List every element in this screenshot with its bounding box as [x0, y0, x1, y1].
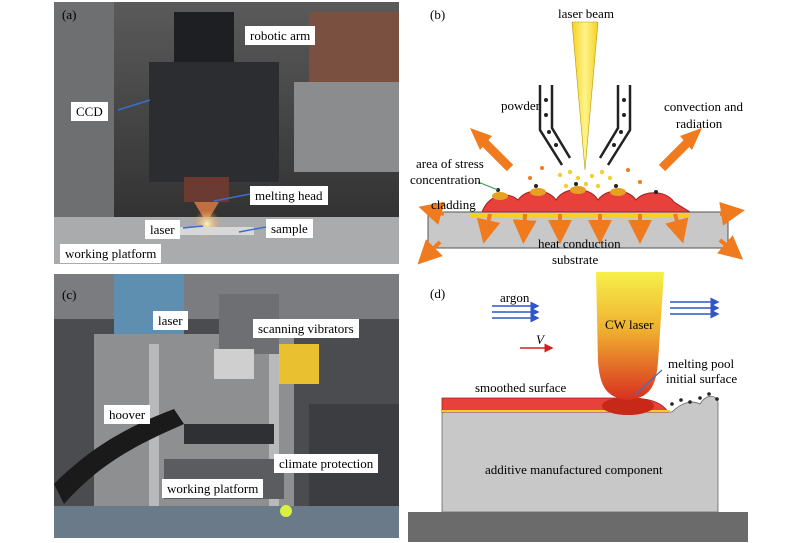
label-sample: sample [266, 219, 313, 238]
argon-arrows-right [670, 297, 720, 319]
base-plate [408, 512, 748, 542]
laser-beam-shape [571, 21, 599, 171]
label-melting-pool: melting pool [668, 356, 735, 371]
panel-a-photo [54, 2, 399, 264]
initial-surface-dots [670, 392, 719, 406]
label-stress-line1: area of stress [416, 156, 484, 171]
label-velocity: V [536, 332, 544, 347]
melt-pool [602, 397, 654, 415]
robot-cladding-photo [54, 2, 399, 264]
panel-b-letter: (b) [430, 7, 446, 22]
convection-arrows [478, 136, 694, 172]
component-body [441, 395, 719, 513]
label-convection-line1: convection and [664, 99, 744, 114]
powder-nozzle-right [598, 85, 632, 166]
label-cladding: cladding [431, 197, 476, 212]
label-hoover: hoover [104, 405, 151, 424]
panel-d-letter: (d) [430, 286, 446, 301]
label-heat-conduction: heat conduction [538, 236, 621, 251]
label-scanning-vibrators: scanning vibrators [253, 319, 359, 338]
label-substrate-b: substrate [552, 252, 599, 267]
panel-c-letter: (c) [62, 287, 77, 302]
label-working-platform-c: working platform [162, 479, 264, 498]
panel-b-schematic [417, 21, 745, 265]
label-initial-surface: initial surface [666, 371, 738, 386]
panel-a-leader-lines [117, 99, 267, 233]
label-laser-a: laser [145, 220, 180, 239]
label-melting-head: melting head [250, 186, 328, 205]
label-powder: powder [501, 98, 540, 113]
label-convection-line2: radiation [676, 116, 723, 131]
label-laser-beam: laser beam [558, 6, 614, 21]
label-cw-laser: CW laser [605, 317, 654, 332]
panel-d-schematic [408, 272, 748, 542]
label-ccd: CCD [71, 102, 108, 121]
heat-flow-arrows [417, 201, 745, 265]
label-component: additive manufactured component [485, 462, 663, 477]
cw-laser-beam [596, 272, 664, 400]
label-climate-protection: climate protection [274, 454, 379, 473]
cladding-layer [481, 189, 692, 213]
label-smoothed-surface: smoothed surface [475, 380, 567, 395]
label-laser-c: laser [153, 311, 188, 330]
argon-arrows-left [492, 301, 540, 323]
label-robotic-arm: robotic arm [245, 26, 316, 45]
powder-nozzle-left [538, 85, 572, 166]
label-stress-line2: concentration [410, 172, 481, 187]
label-argon: argon [500, 290, 530, 305]
label-working-platform-a: working platform [60, 244, 162, 263]
stress-concentration-zones [492, 186, 626, 200]
powder-particles [557, 169, 613, 189]
panel-a-letter: (a) [62, 7, 77, 22]
